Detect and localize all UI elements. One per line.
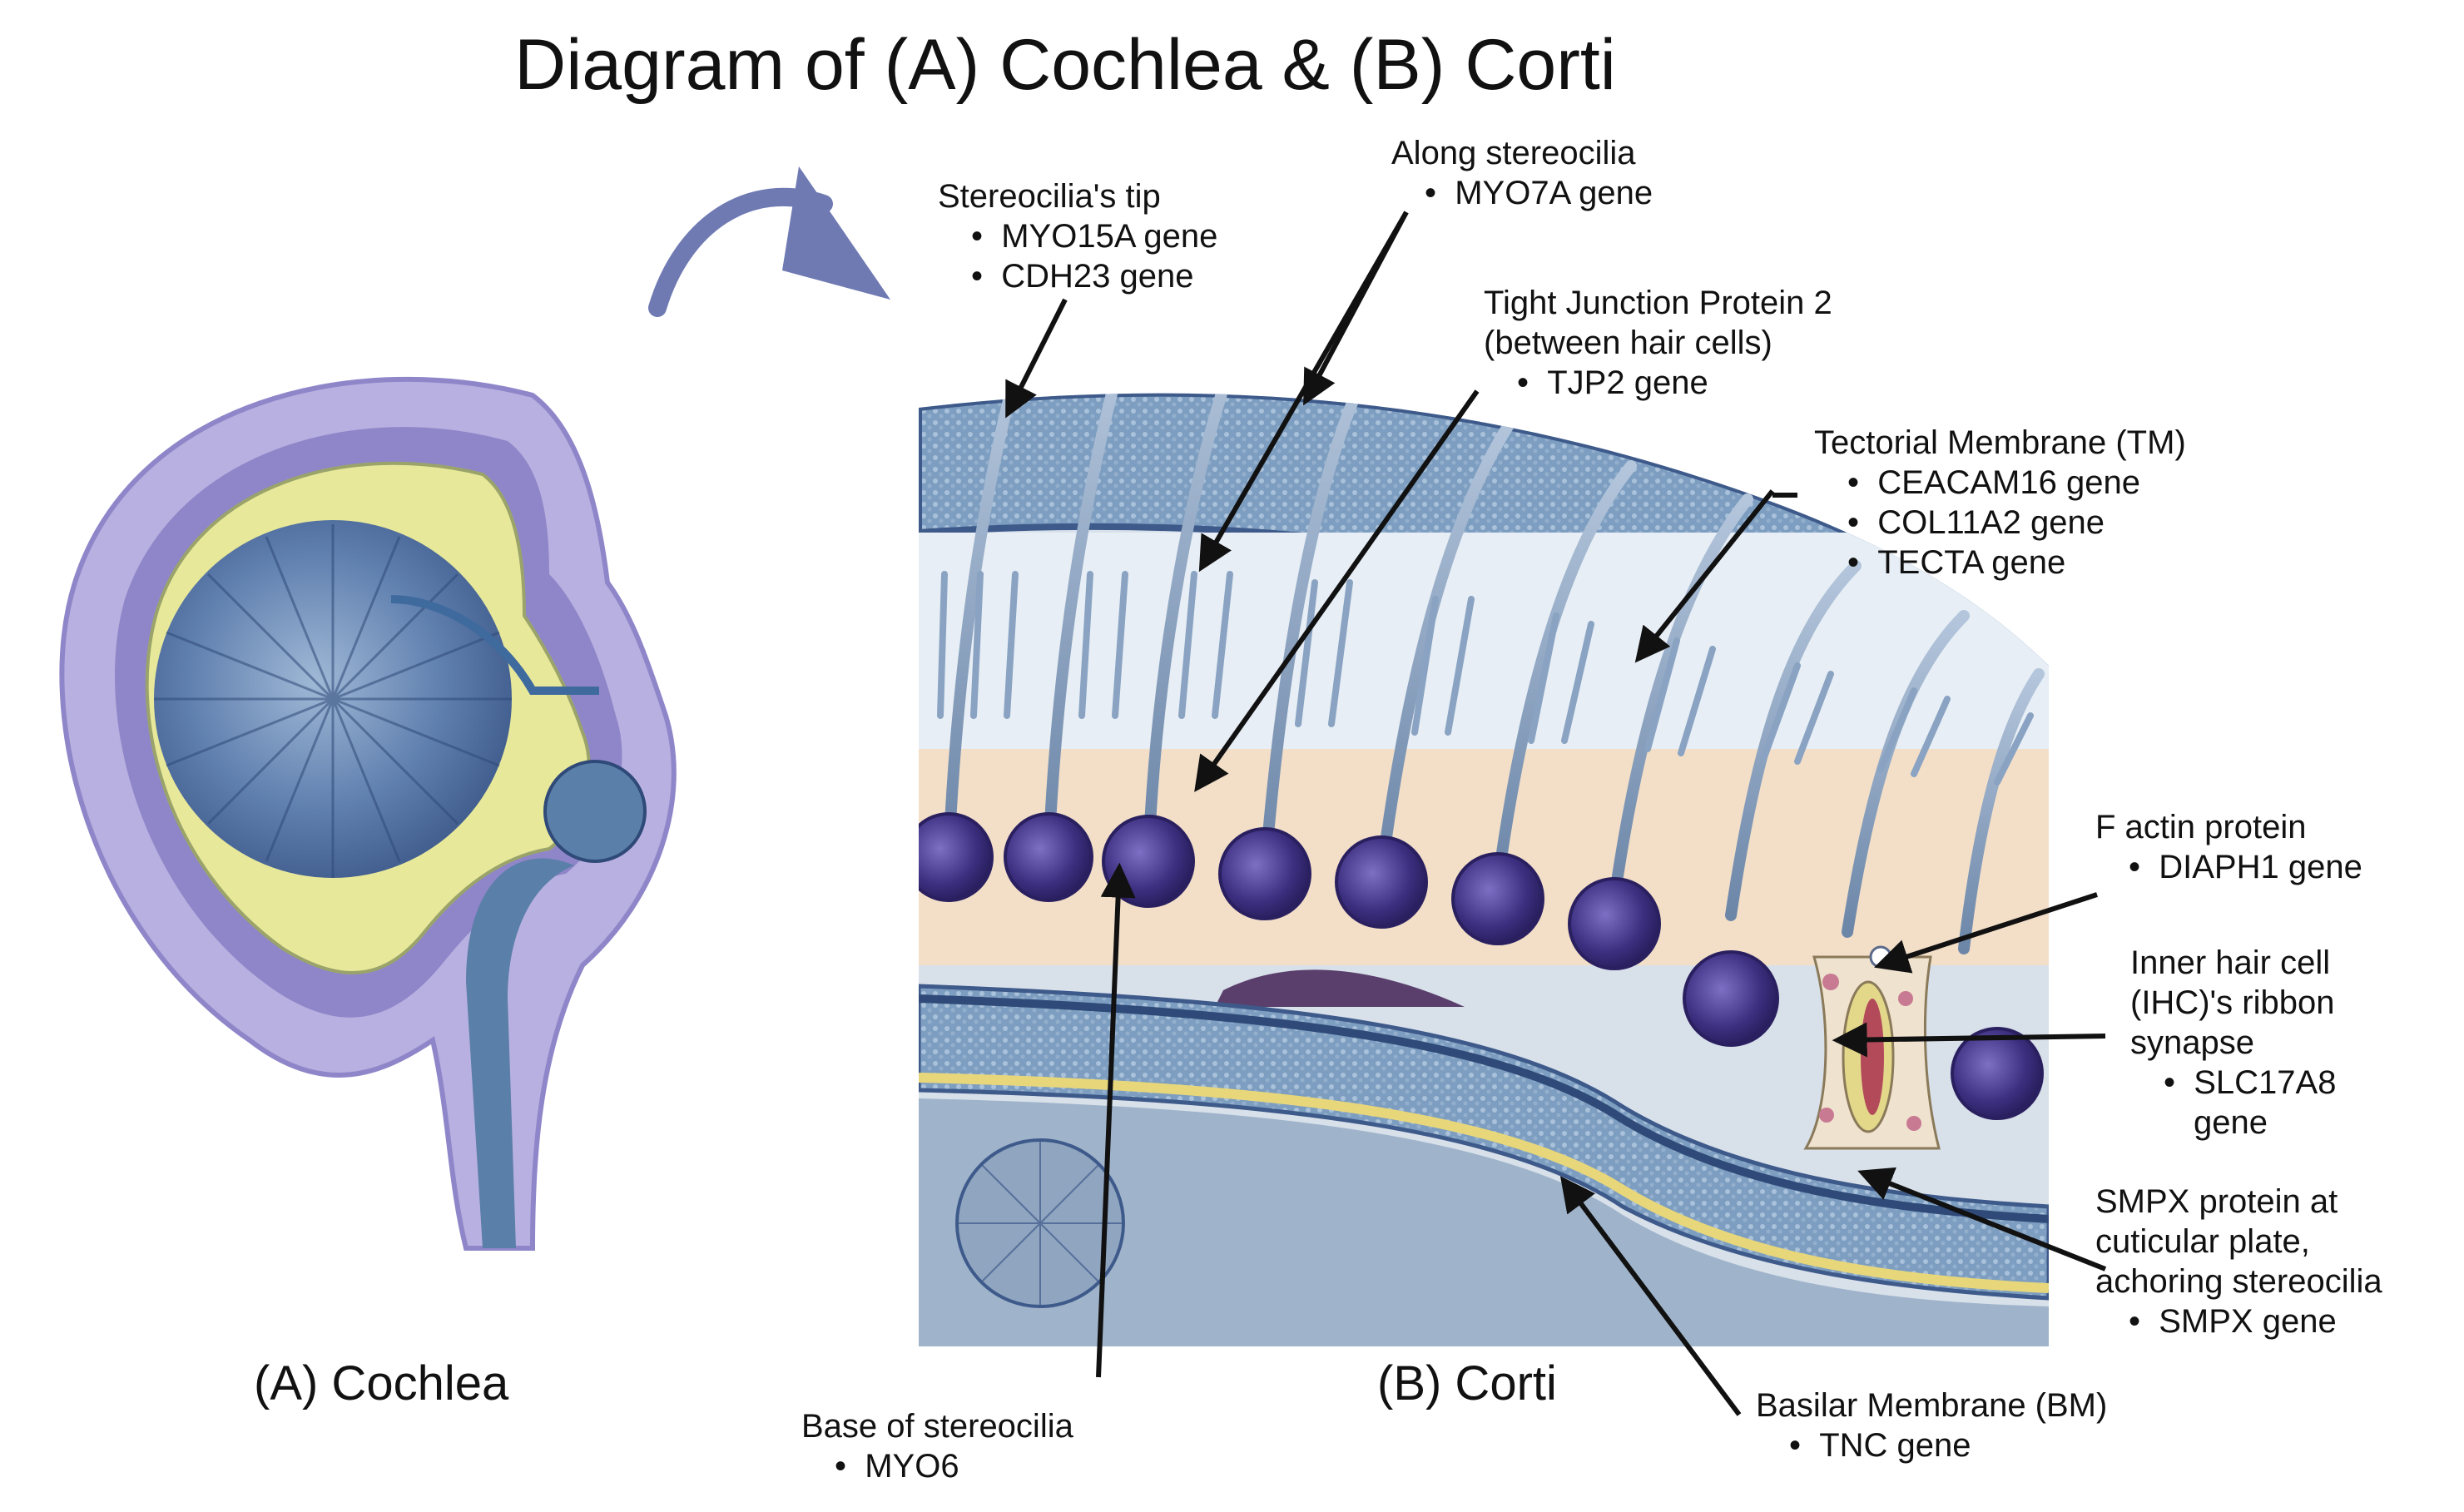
short-stereocilia	[937, 571, 2034, 786]
annotation-heading: achoring stereocilia	[2095, 1263, 2382, 1300]
basilar-membrane	[919, 984, 2049, 1301]
annotation-bullet: CDH23 gene	[938, 256, 1217, 296]
annotation-bullet: MYO6	[801, 1446, 1073, 1486]
annotation-bullet: TJP2 gene	[1484, 363, 1832, 403]
pointer-base-stereocilia	[1096, 862, 1136, 1378]
annotation-heading: cuticular plate,	[2095, 1223, 2310, 1260]
panel-a-label: (A) Cochlea	[254, 1356, 509, 1410]
basilar-upper-line	[919, 994, 2049, 1223]
annotation-bullet: COL11A2 gene	[1814, 503, 2186, 543]
pointer-f-actin	[1874, 892, 2098, 974]
cochlea-nerve-duct	[466, 858, 574, 1248]
annotation-base-stereocilia: Base of stereocilia MYO6	[801, 1406, 1073, 1486]
annotation-heading: F actin protein	[2095, 809, 2307, 845]
annotation-smpx: SMPX protein at cuticular plate, achorin…	[2095, 1182, 2382, 1341]
basilar-yellow-line	[919, 1073, 2049, 1293]
annotation-bullet: MYO7A gene	[1391, 173, 1653, 213]
cochlea-vestibule	[543, 760, 647, 863]
pointer-basilar-membrane	[1559, 1176, 1742, 1416]
pointer-stereocilia-tip	[1005, 298, 1068, 419]
pointer-tight-junction	[1194, 389, 1480, 792]
pointer-tectorial-membrane	[1634, 489, 1775, 663]
pointer-smpx	[1857, 1167, 2107, 1272]
annotation-heading: (IHC)'s ribbon	[2130, 984, 2335, 1021]
annotation-heading: Stereocilia's tip	[938, 178, 1161, 215]
lower-duct	[919, 1098, 2049, 1347]
pointer-along-stereocilia-b	[1303, 211, 1409, 406]
annotation-basilar-membrane: Basilar Membrane (BM) TNC gene	[1756, 1386, 2107, 1465]
annotation-heading: Base of stereocilia	[801, 1408, 1073, 1445]
ihc-synapse-region	[1803, 945, 1941, 1150]
pointer-lines	[1005, 211, 2107, 1416]
annotation-heading: Along stereocilia	[1391, 135, 1636, 171]
annotation-heading: Tectorial Membrane (TM)	[1814, 424, 2186, 461]
annotation-f-actin: F actin protein DIAPH1 gene	[2095, 807, 2362, 887]
annotation-heading: Tight Junction Protein 2	[1484, 285, 1832, 321]
annotation-bullet: TNC gene	[1756, 1425, 2107, 1465]
pointer-ihc-ribbon	[1832, 1022, 2106, 1058]
annotation-tectorial-membrane: Tectorial Membrane (TM) CEACAM16 gene CO…	[1814, 423, 2186, 582]
cochlea-radial-fibers	[154, 524, 512, 878]
annotation-continuation: gene	[2194, 1104, 2268, 1141]
diagram-title: Diagram of (A) Cochlea & (B) Corti	[514, 25, 1616, 105]
annotation-heading: synapse	[2130, 1024, 2254, 1061]
cochlea-canal-upper	[390, 595, 599, 695]
hair-cells	[919, 812, 2044, 1120]
annotation-bullet: TECTA gene	[1814, 543, 2186, 582]
curved-arrow-head-icon	[782, 166, 890, 300]
cochlea-illustration	[0, 316, 732, 1348]
annotation-tight-junction: Tight Junction Protein 2 (between hair c…	[1484, 283, 1832, 403]
annotation-ihc-ribbon: Inner hair cell (IHC)'s ribbon synapse S…	[2130, 943, 2336, 1143]
annotation-bullet: DIAPH1 gene	[2095, 847, 2362, 887]
annotation-bullet: SMPX gene	[2095, 1301, 2382, 1341]
annotation-bullet: SLC17A8	[2130, 1063, 2336, 1103]
annotation-heading: (between hair cells)	[1484, 325, 1772, 361]
corti-dark-patch	[1215, 969, 1465, 1007]
annotation-bullet: CEACAM16 gene	[1814, 463, 2186, 503]
annotation-along-stereocilia: Along stereocilia MYO7A gene	[1391, 133, 1653, 213]
annotation-heading: Inner hair cell	[2130, 944, 2331, 981]
nerve-bundle-rays	[957, 1140, 1123, 1306]
annotation-heading: Basilar Membrane (BM)	[1756, 1387, 2108, 1424]
annotation-stereocilia-tip: Stereocilia's tip MYO15A gene CDH23 gene	[938, 176, 1217, 296]
annotation-heading: SMPX protein at	[2095, 1183, 2338, 1220]
panel-b-label: (B) Corti	[1377, 1356, 1557, 1410]
annotation-bullet: MYO15A gene	[938, 216, 1217, 256]
